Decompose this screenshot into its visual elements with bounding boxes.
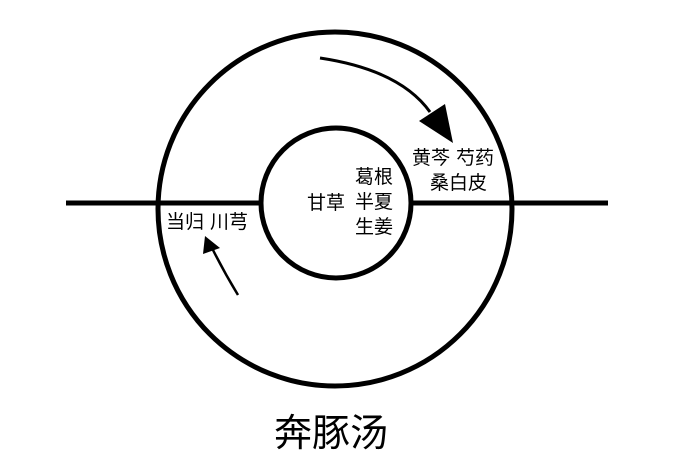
herb-label-center-right-1: 葛根	[355, 166, 393, 188]
herb-label-upper-right-1: 黄芩 芍药	[412, 147, 494, 169]
inner-circle	[258, 125, 414, 281]
diagram-title: 奔豚汤	[274, 411, 388, 455]
outer-circle	[155, 29, 515, 389]
herb-label-center-left: 甘草	[307, 192, 345, 214]
upward-arrow-icon	[203, 236, 240, 296]
herb-label-upper-right-2: 桑白皮	[430, 172, 487, 194]
herb-label-center-right-3: 生姜	[355, 216, 393, 238]
clockwise-arrow-icon	[319, 56, 453, 143]
herb-label-center-right-2: 半夏	[355, 191, 393, 213]
herb-label-left: 当归 川芎	[166, 211, 248, 233]
